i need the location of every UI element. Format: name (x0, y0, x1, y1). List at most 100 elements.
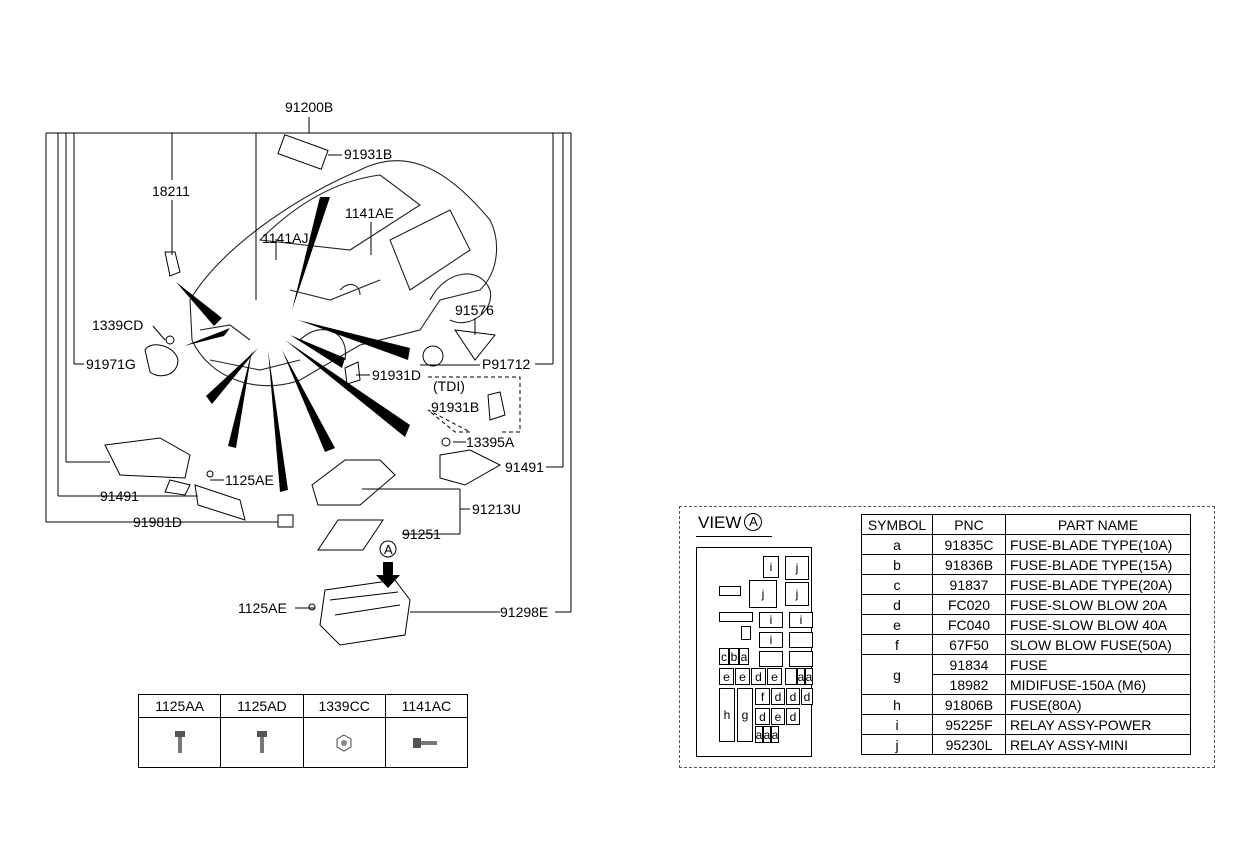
part-name-cell: FUSE-BLADE TYPE(10A) (1005, 534, 1191, 555)
parts-header: 1339CC (303, 695, 385, 718)
label-91931B-top: 91931B (344, 146, 392, 162)
fuse-cell: e (735, 668, 750, 685)
fuse-cell: j (785, 582, 809, 606)
fuse-cell: d (755, 708, 770, 725)
fuse-cell: a (805, 668, 813, 685)
label-1141AE: 1141AE (345, 205, 394, 221)
pnc-cell: 95230L (932, 734, 1006, 755)
label-91931D: 91931D (372, 367, 421, 383)
pnc-cell: FC020 (932, 594, 1006, 615)
pnc-cell: 18982 (932, 674, 1006, 695)
label-tdi: (TDI) (433, 378, 465, 394)
fuse-cell: b (729, 648, 739, 665)
fuse-cell: h (719, 688, 735, 742)
label-1125AE-mid: 1125AE (225, 472, 274, 488)
fuse-cell: i (759, 612, 783, 628)
fuse-cell: d (801, 688, 813, 705)
label-1141AJ: 1141AJ (262, 230, 308, 246)
part-name-cell: SLOW BLOW FUSE(50A) (1005, 634, 1191, 655)
pnc-cell: 67F50 (932, 634, 1006, 655)
pnc-header: PNC (932, 514, 1006, 535)
label-91251: 91251 (402, 526, 441, 542)
parts-col-1125AD: 1125AD (221, 695, 304, 767)
label-P91712: P91712 (482, 356, 530, 372)
symbol-cell: j (861, 734, 933, 755)
fuse-cell-blank (719, 612, 753, 622)
label-91931B-tdi: 91931B (431, 399, 479, 415)
fuse-cell-blank (759, 651, 783, 667)
fuse-cell: d (786, 708, 800, 725)
label-91576: 91576 (455, 302, 494, 318)
fuse-box-layout: i j j j i i i c b a e e d e a a f d d d … (696, 547, 813, 757)
view-title-underline (696, 536, 772, 537)
fuse-cell: g (737, 688, 753, 742)
part-name-cell: FUSE(80A) (1005, 694, 1191, 715)
part-name-cell: FUSE (1005, 654, 1191, 675)
fuse-cell: a (771, 726, 779, 743)
label-91491-left: 91491 (100, 488, 139, 504)
screw-icon (413, 737, 438, 748)
parts-col-1141AC: 1141AC (385, 695, 467, 767)
fuse-cell: e (767, 668, 782, 685)
label-91981D: 91981D (133, 514, 182, 530)
label-91200B: 91200B (285, 99, 333, 115)
fuse-cell: i (759, 632, 783, 648)
part-name-header: PART NAME (1005, 514, 1191, 535)
part-name-cell: FUSE-SLOW BLOW 20A (1005, 594, 1191, 615)
fuse-cell: a (739, 648, 749, 665)
part-name-cell: RELAY ASSY-POWER (1005, 714, 1191, 735)
label-13395A: 13395A (466, 434, 515, 450)
fuse-cell: d (751, 668, 766, 685)
label-91213U: 91213U (472, 501, 521, 517)
fuse-cell-blank (789, 632, 813, 648)
part-name-cell: FUSE-BLADE TYPE(15A) (1005, 554, 1191, 575)
fuse-cell-blank (741, 626, 751, 640)
symbol-header: SYMBOL (861, 514, 933, 535)
part-name-cell: FUSE-SLOW BLOW 40A (1005, 614, 1191, 635)
parts-col-1125AA: 1125AA (139, 695, 222, 767)
pnc-cell: 91834 (932, 654, 1006, 675)
fuse-cell: a (755, 726, 763, 743)
fuse-cell: a (763, 726, 771, 743)
label-view-arrow-a: A (384, 542, 393, 557)
fuse-cell-blank (719, 586, 741, 596)
part-name-cell: FUSE-BLADE TYPE(20A) (1005, 574, 1191, 595)
fuse-cell: a (797, 668, 805, 685)
fuse-cell: i (789, 612, 813, 628)
pnc-cell: 91806B (932, 694, 1006, 715)
pnc-cell: 91835C (932, 534, 1006, 555)
label-1339CD: 1339CD (92, 317, 143, 333)
label-1125AE-bottom: 1125AE (238, 600, 287, 616)
fuse-cell: d (771, 688, 785, 705)
view-title-text: VIEW (698, 513, 742, 532)
label-91491-right: 91491 (505, 459, 544, 475)
view-circle-letter: A (744, 513, 763, 531)
part-name-cell: RELAY ASSY-MINI (1005, 734, 1191, 755)
fuse-cell: e (771, 708, 785, 725)
pnc-cell: 91837 (932, 574, 1006, 595)
symbol-cell: d (861, 594, 933, 615)
symbol-table-header-row: SYMBOL PNC PART NAME (861, 514, 1191, 535)
label-91971G: 91971G (86, 356, 136, 372)
symbol-cell: a (861, 534, 933, 555)
parts-col-1339CC: 1339CC (303, 695, 386, 767)
symbol-cell: g (861, 654, 933, 695)
label-18211: 18211 (152, 183, 190, 199)
nut-icon (336, 733, 352, 752)
pnc-cell: FC040 (932, 614, 1006, 635)
fuse-cell: j (785, 556, 809, 580)
symbol-cell: b (861, 554, 933, 575)
bolt-icon (174, 730, 185, 753)
small-parts-table: 1125AA 1125AD 1339CC 1141AC (138, 694, 468, 768)
